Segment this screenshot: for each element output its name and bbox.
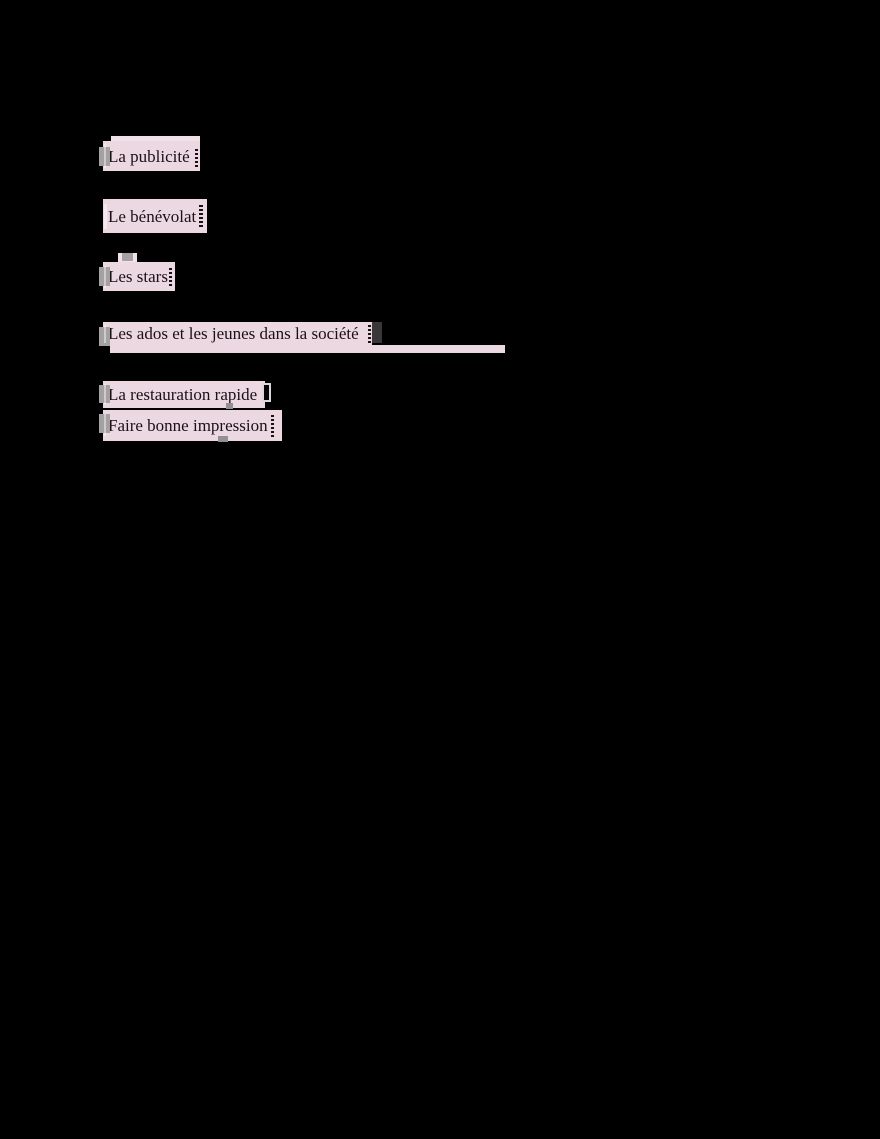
selection-handle[interactable]: [99, 385, 110, 403]
text-cursor-mark: [199, 205, 203, 229]
text-cursor-mark: [195, 149, 198, 169]
text-cursor-mark: [368, 325, 371, 343]
field-label: Les stars: [108, 267, 168, 286]
field-label: La restauration rapide: [108, 385, 258, 404]
field-les-ados[interactable]: Les ados et les jeunes dans la société: [103, 322, 372, 345]
field-start-mark: [104, 414, 106, 436]
field-la-restauration-rapide[interactable]: La restauration rapide: [103, 381, 265, 408]
highlight-strip-below-ados: [110, 345, 505, 353]
text-cursor-mark: [169, 268, 172, 288]
empty-field-box: [262, 383, 271, 402]
small-gray-mark: [226, 403, 233, 409]
field-la-publicite[interactable]: La publicité: [103, 141, 200, 171]
text-cursor-mark: [271, 415, 274, 437]
field-label: Faire bonne impression: [108, 416, 268, 435]
field-label: Le bénévolat: [108, 206, 197, 226]
field-label: Les ados et les jeunes dans la société: [108, 324, 359, 343]
field-start-mark: [104, 204, 107, 229]
selection-handle[interactable]: [99, 267, 110, 286]
field-start-mark: [104, 384, 106, 404]
small-gray-mark: [218, 436, 228, 442]
field-faire-bonne-impression[interactable]: Faire bonne impression: [103, 410, 282, 441]
field-start-mark: [104, 266, 106, 288]
selection-handle[interactable]: [99, 327, 110, 346]
field-les-stars[interactable]: Les stars: [103, 262, 175, 291]
selection-handle[interactable]: [99, 147, 110, 166]
field-label: La publicité: [108, 146, 190, 166]
selection-handle[interactable]: [122, 253, 133, 261]
selection-handle[interactable]: [99, 414, 110, 433]
highlight-strip-above-publicite: [111, 136, 200, 142]
dark-selection-block: [372, 322, 382, 343]
field-le-benevolat[interactable]: Le bénévolat: [103, 199, 207, 233]
field-start-mark: [104, 144, 106, 168]
field-start-mark: [104, 325, 106, 343]
